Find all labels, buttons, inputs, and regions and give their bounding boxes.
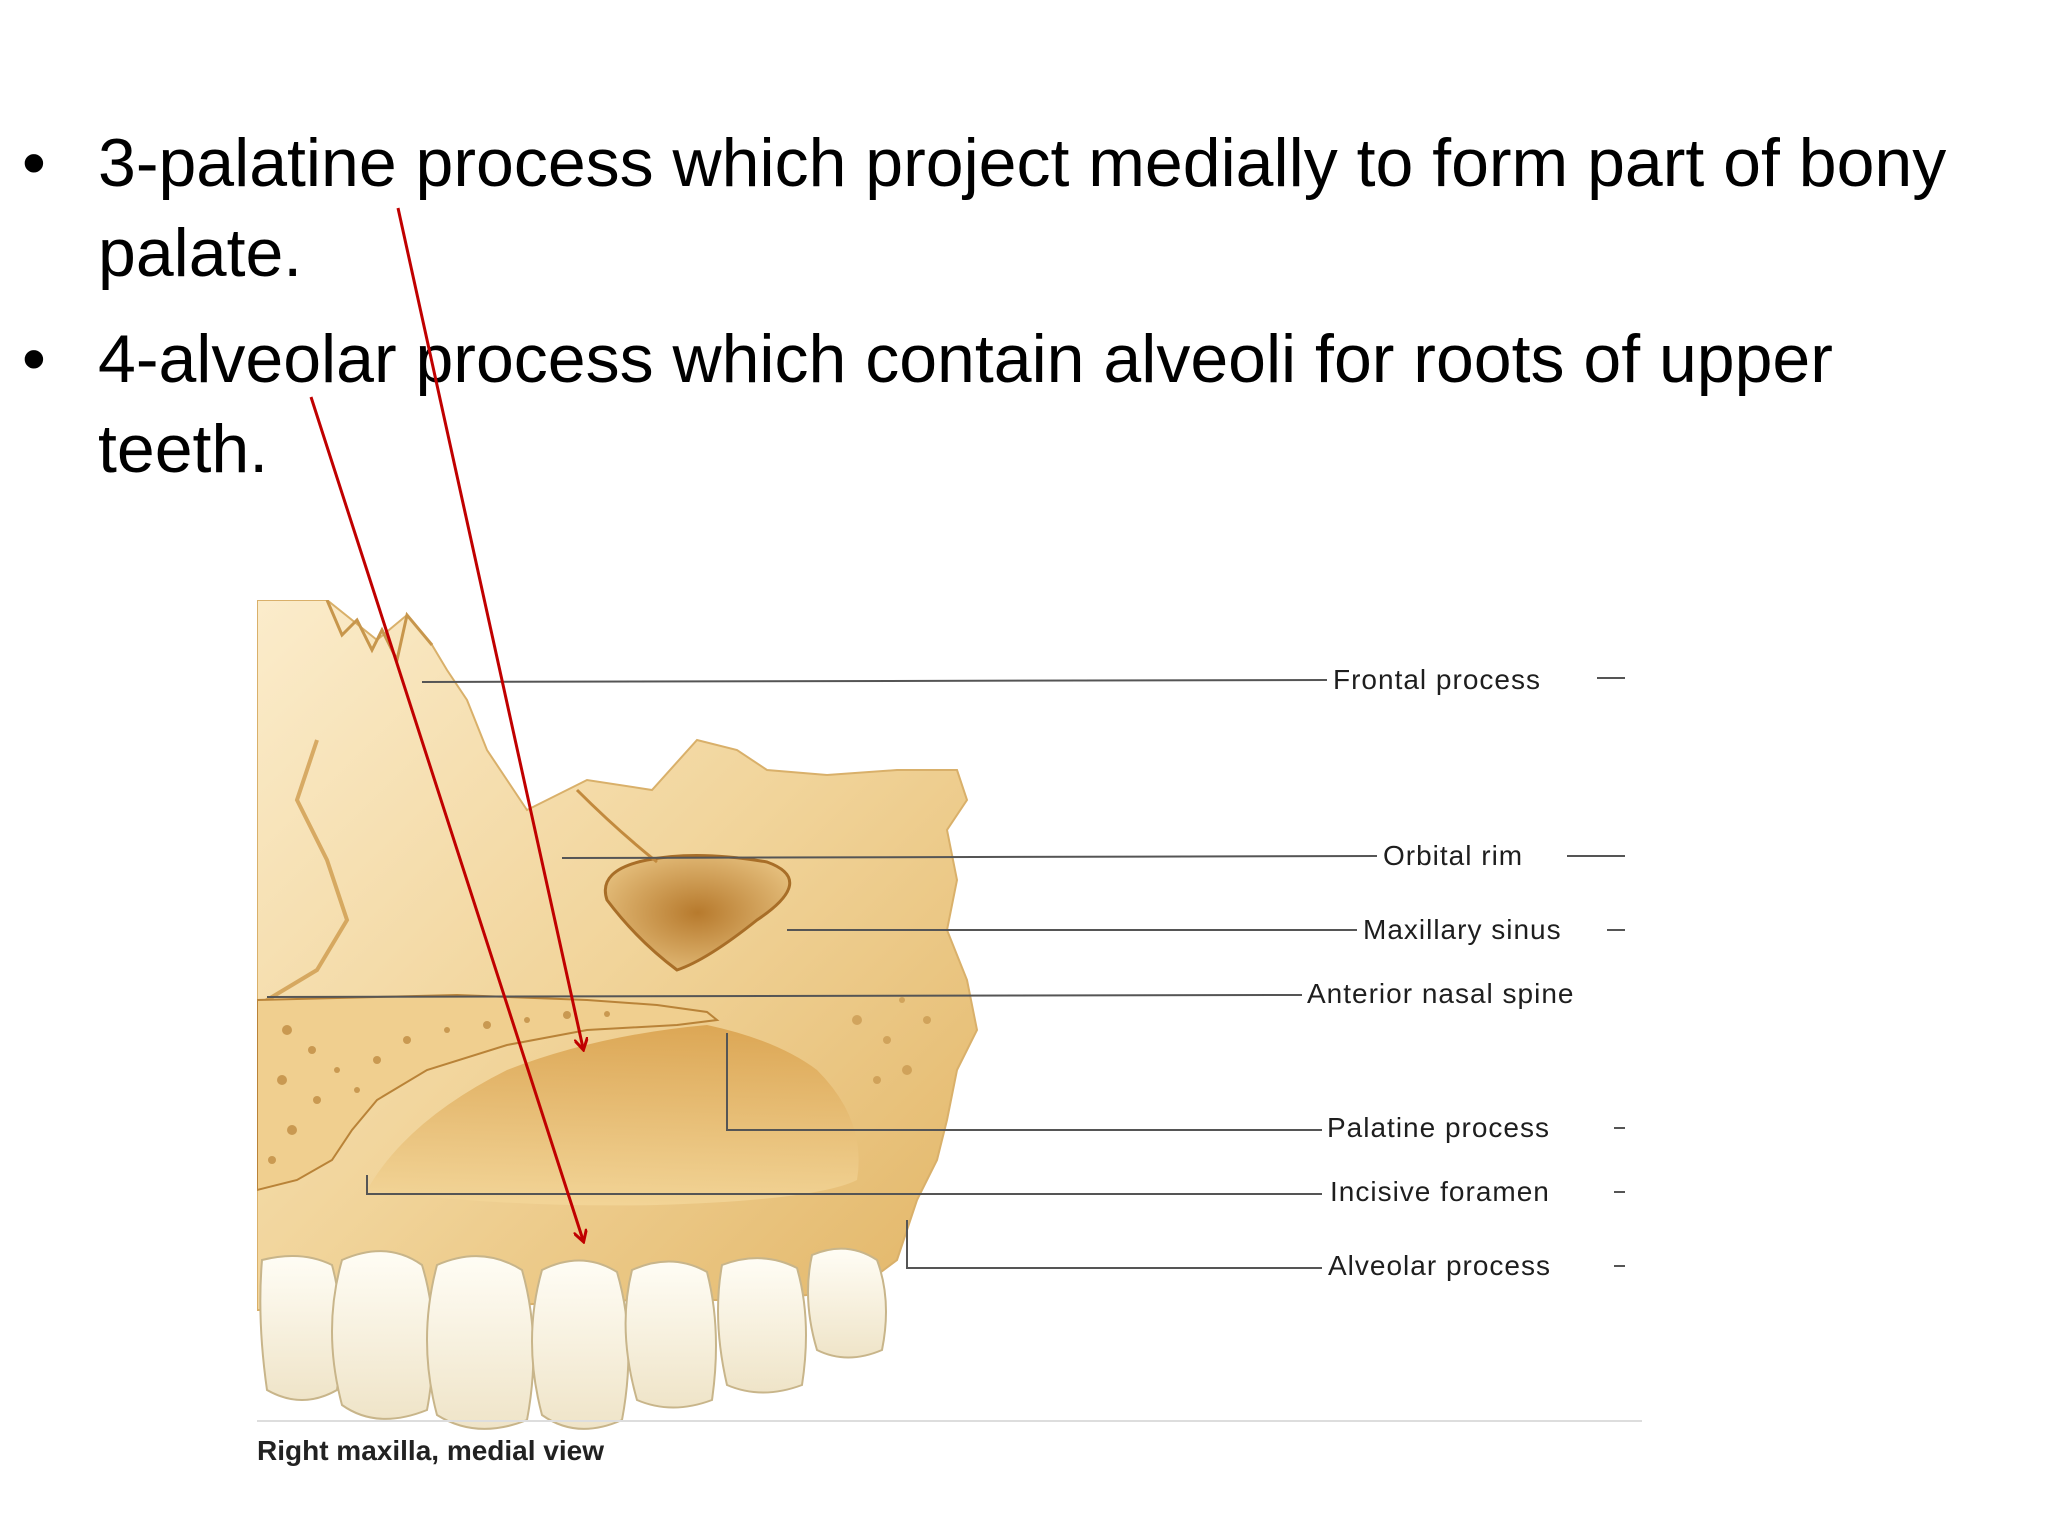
label-alveolar-process: Alveolar process bbox=[1328, 1250, 1551, 1281]
bullet-item-alveolar: • 4-alveolar process which contain alveo… bbox=[22, 314, 2012, 494]
bullet-text: 3-palatine process which project mediall… bbox=[98, 125, 1947, 291]
tooth bbox=[624, 1260, 717, 1409]
bullet-text: 4-alveolar process which contain alveoli… bbox=[98, 321, 1833, 487]
maxilla-illustration: Frontal process Orbital rim Maxillary si… bbox=[257, 600, 1642, 1430]
caption-divider bbox=[257, 1420, 1642, 1422]
label-frontal-process: Frontal process bbox=[1333, 664, 1541, 695]
label-maxillary-sinus: Maxillary sinus bbox=[1363, 914, 1562, 945]
bullet-marker: • bbox=[22, 321, 46, 397]
orbital-rim-ridge bbox=[575, 788, 658, 864]
label-orbital-rim: Orbital rim bbox=[1383, 840, 1523, 871]
label-anterior-nasal-spine: Anterior nasal spine bbox=[1307, 978, 1574, 1009]
tooth bbox=[426, 1255, 535, 1430]
bullet-item-palatine: • 3-palatine process which project media… bbox=[22, 118, 2012, 298]
tooth bbox=[531, 1259, 630, 1430]
tooth bbox=[259, 1255, 342, 1401]
tooth bbox=[717, 1257, 807, 1394]
tooth bbox=[331, 1250, 435, 1420]
teeth bbox=[259, 1247, 887, 1430]
tooth bbox=[807, 1247, 887, 1359]
label-incisive-foramen: Incisive foramen bbox=[1330, 1176, 1550, 1207]
maxilla-figure: Frontal process Orbital rim Maxillary si… bbox=[257, 600, 1642, 1485]
bullet-marker: • bbox=[22, 125, 46, 201]
spongy-bone-right bbox=[852, 997, 931, 1084]
label-palatine-process: Palatine process bbox=[1327, 1112, 1550, 1143]
figure-caption: Right maxilla, medial view bbox=[257, 1435, 605, 1466]
bullet-list: • 3-palatine process which project media… bbox=[22, 118, 2012, 510]
